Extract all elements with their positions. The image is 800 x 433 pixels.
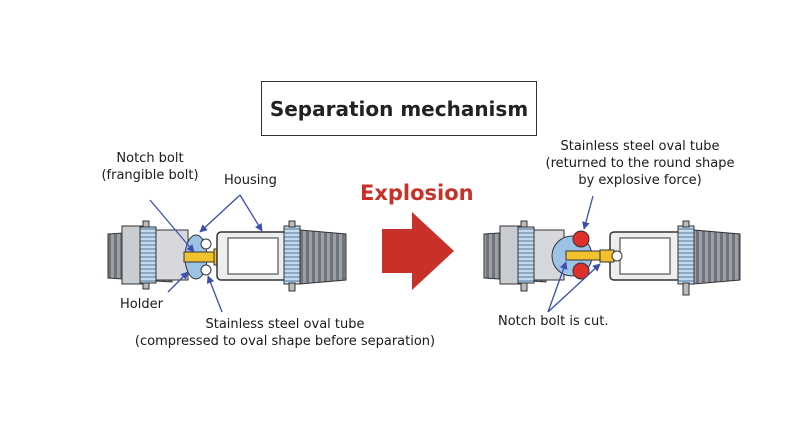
right-oval-tube-line-1: Stainless steel oval tube	[560, 139, 720, 154]
diagram-title: Separation mechanism	[269, 96, 529, 121]
explosion-label: Explosion	[360, 181, 474, 205]
right-oval-tube-line-3: by explosive force)	[578, 173, 702, 188]
left-oval-tube-line-1: Stainless steel oval tube	[205, 317, 365, 332]
housing-label: Housing	[224, 173, 277, 188]
holder-label: Holder	[120, 297, 163, 312]
notch-bolt-line-2: (frangible bolt)	[101, 168, 199, 183]
explosion-arrow	[382, 212, 454, 290]
right-oval-tube-label: Stainless steel oval tube (returned to t…	[520, 138, 760, 189]
right-leader-lines	[547, 195, 601, 313]
notch-bolt-line-1: Notch bolt	[116, 151, 184, 166]
right-oval-tube-line-2: (returned to the round shape	[545, 156, 735, 171]
notch-bolt-label: Notch bolt (frangible bolt)	[70, 150, 230, 184]
notch-bolt-cut-label: Notch bolt is cut.	[498, 314, 609, 329]
left-oval-tube-label: Stainless steel oval tube (compressed to…	[100, 316, 470, 350]
title-box: Separation mechanism	[261, 81, 537, 136]
left-assembly	[107, 220, 347, 292]
left-oval-tube-line-2: (compressed to oval shape before separat…	[134, 334, 436, 349]
right-assembly	[483, 220, 741, 296]
left-leader-lines	[149, 194, 263, 313]
